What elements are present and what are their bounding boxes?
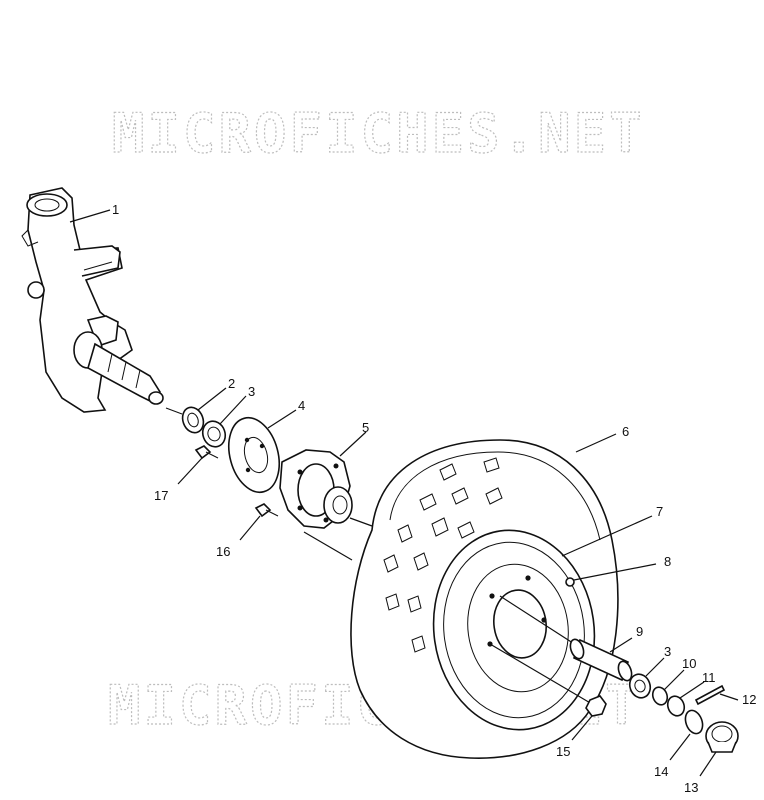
wheel-hub: [279, 431, 373, 561]
cotter-pin: [694, 684, 739, 706]
seal-2: [165, 387, 227, 434]
callout-11: 11: [702, 670, 716, 685]
callout-5: 5: [362, 420, 369, 435]
callout-labels: 1 2 3 4 5 6 7 8 9 3 10 11 12 13 14 15 16…: [112, 202, 756, 795]
o-ring: [669, 709, 704, 761]
callout-2: 2: [228, 376, 235, 391]
callout-12: 12: [742, 692, 756, 707]
watermark-top: MICROFICHES.NET: [112, 102, 645, 165]
hub-cap: [699, 721, 739, 777]
valve-stem: [565, 563, 657, 587]
callout-17: 17: [154, 488, 168, 503]
wheel-rim: [432, 515, 653, 731]
callout-3b: 3: [664, 644, 671, 659]
bearing-3-inner: [201, 395, 247, 448]
spacer: [569, 637, 633, 682]
lug-line: [489, 643, 593, 705]
callout-14: 14: [654, 764, 668, 779]
bearing-3-outer: [628, 657, 665, 699]
steering-knuckle: [21, 187, 164, 413]
callout-10: 10: [682, 656, 696, 671]
castle-nut: [666, 681, 705, 717]
callout-4: 4: [298, 398, 305, 413]
bolt-16: [239, 503, 279, 541]
callout-15: 15: [556, 744, 570, 759]
lug-nut: [571, 695, 607, 741]
callout-3: 3: [248, 384, 255, 399]
callout-7: 7: [656, 504, 663, 519]
washer: [651, 669, 685, 706]
callout-1: 1: [112, 202, 119, 217]
callout-8: 8: [664, 554, 671, 569]
callout-13: 13: [684, 780, 698, 795]
callout-16: 16: [216, 544, 230, 559]
bolt-17: [177, 445, 219, 485]
callout-6: 6: [622, 424, 629, 439]
callout-9: 9: [636, 624, 643, 639]
brake-disc: [228, 409, 297, 494]
